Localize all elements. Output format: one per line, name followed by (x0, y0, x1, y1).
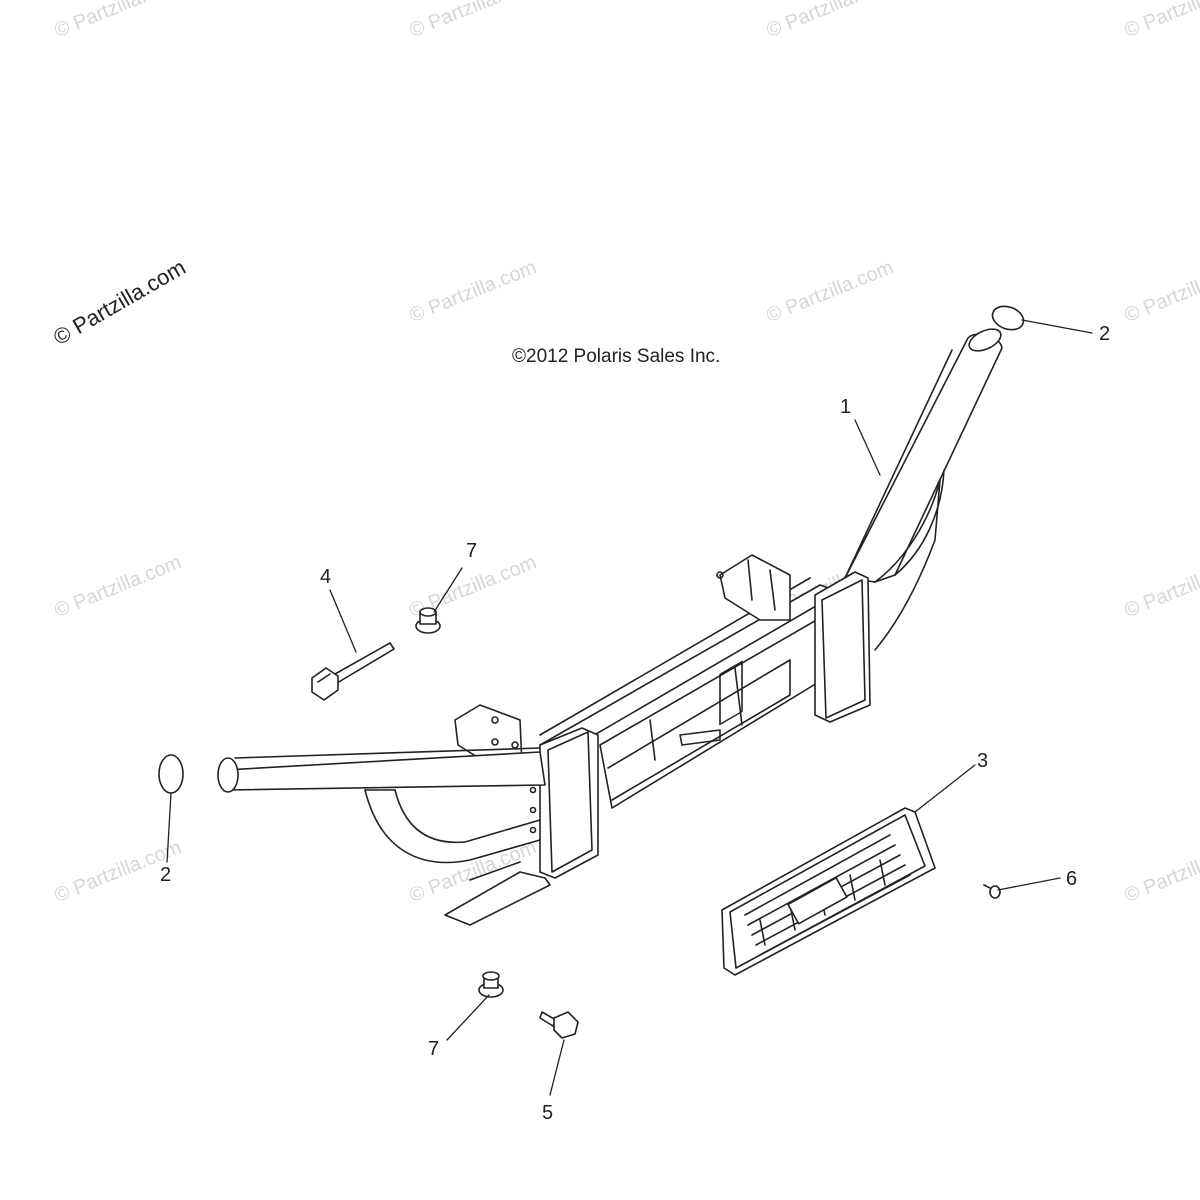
callout-7: 7 (466, 540, 478, 562)
copyright-notice: ©2012 Polaris Sales Inc. (512, 346, 721, 367)
grille-plate (721, 807, 936, 976)
callout-1: 1 (840, 396, 852, 418)
end-cap-right (991, 305, 1025, 331)
screw (539, 1011, 579, 1039)
flange-nut-upper (415, 607, 441, 634)
push-rivet (983, 884, 1001, 899)
callout-5: 5 (542, 1102, 554, 1124)
bumper-assembly (217, 328, 1003, 926)
callout-4: 4 (320, 566, 332, 588)
callout-3: 3 (977, 750, 989, 772)
callout-2: 2 (160, 864, 172, 886)
flange-nut-lower (478, 971, 504, 998)
bolt (311, 642, 395, 701)
callout-2: 2 (1099, 323, 1111, 345)
end-cap-left (158, 754, 184, 794)
callout-7: 7 (428, 1038, 440, 1060)
callout-6: 6 (1066, 868, 1078, 890)
leader-lines (166, 319, 1093, 1096)
